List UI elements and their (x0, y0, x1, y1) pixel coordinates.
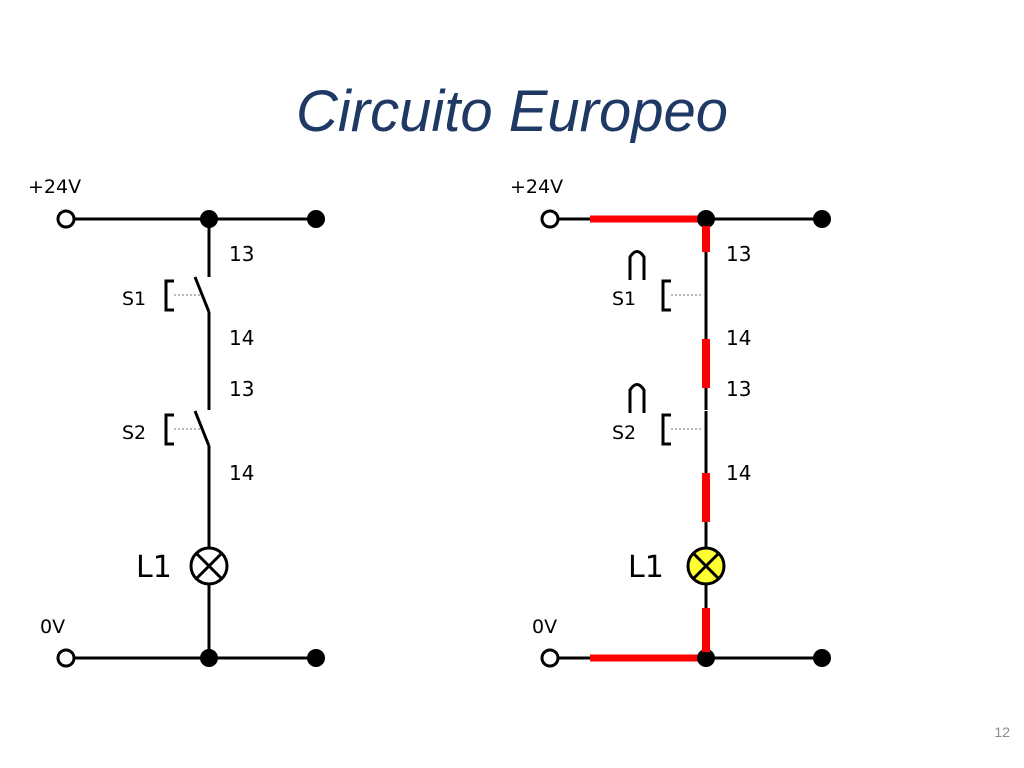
ground-label: 0V (40, 616, 65, 638)
circuit-right: +24V 0V (510, 176, 831, 668)
page-number: 12 (994, 724, 1010, 740)
lamp-label: L1 (136, 550, 172, 585)
pushbutton-actuator (661, 413, 671, 446)
terminal-14-label: 14 (726, 461, 751, 485)
pushbutton-actuator (164, 279, 174, 312)
finger-press-icon (628, 383, 646, 413)
finger-press-icon (628, 250, 646, 280)
terminal-13-label: 13 (229, 242, 254, 266)
supply-label: +24V (510, 176, 563, 198)
lamp-label: L1 (628, 550, 664, 585)
switch-label: S1 (122, 288, 146, 310)
switch-s1: S1 13 14 (122, 242, 254, 350)
switch-s2: S2 13 14 (122, 377, 254, 485)
terminal-13-label: 13 (229, 377, 254, 401)
ground-rail (56, 648, 325, 668)
rail-end-node (307, 649, 325, 667)
contact-blade (193, 410, 211, 447)
switch-label: S2 (122, 422, 146, 444)
switch-s1: S1 13 14 (612, 242, 751, 350)
contact-blade (193, 276, 211, 313)
supply-terminal (56, 209, 76, 229)
ground-terminal (56, 648, 76, 668)
terminal-14-label: 14 (229, 461, 254, 485)
switch-s2: S2 13 14 (612, 377, 751, 485)
rail-end-node (813, 210, 831, 228)
switch-label: S1 (612, 288, 636, 310)
rail-end-node (813, 649, 831, 667)
switch-label: S2 (612, 422, 636, 444)
terminal-13-label: 13 (726, 242, 751, 266)
supply-rail (56, 209, 325, 229)
ground-terminal (540, 648, 560, 668)
lamp-l1: L1 (136, 546, 229, 586)
ground-label: 0V (532, 616, 557, 638)
terminal-14-label: 14 (229, 326, 254, 350)
terminal-13-label: 13 (726, 377, 751, 401)
supply-terminal (540, 209, 560, 229)
slide-title: Circuito Europeo (296, 79, 728, 144)
pushbutton-actuator (164, 413, 174, 446)
terminal-14-label: 14 (726, 326, 751, 350)
supply-label: +24V (28, 176, 81, 198)
supply-rail (540, 209, 831, 229)
ground-rail (540, 648, 831, 668)
pushbutton-actuator (661, 279, 671, 312)
circuit-left: +24V 0V (28, 176, 325, 668)
lamp-l1: L1 (628, 546, 726, 586)
rail-end-node (307, 210, 325, 228)
